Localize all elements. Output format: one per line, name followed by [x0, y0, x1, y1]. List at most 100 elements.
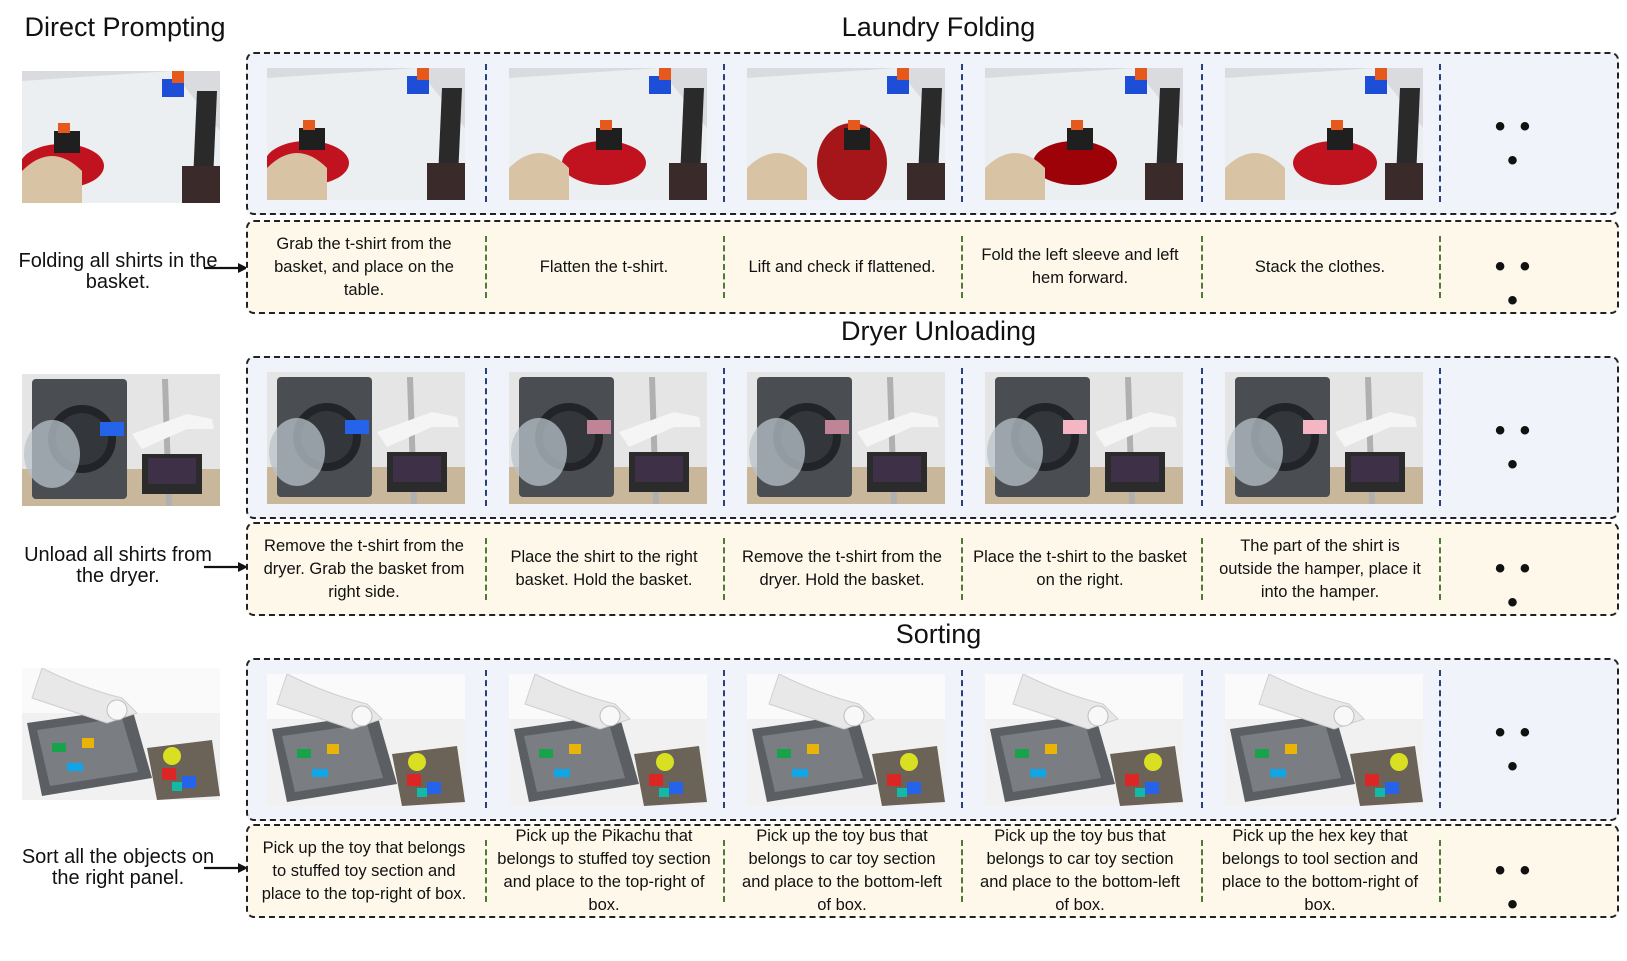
- caption-separator: [485, 236, 487, 298]
- step-caption: Stack the clothes.: [1254, 257, 1386, 276]
- step-caption: Pick up the toy bus that belongs to car …: [980, 827, 1180, 914]
- step-frame: [509, 372, 707, 504]
- ellipsis: • • •: [1494, 854, 1534, 921]
- laundry-scene-image: [22, 71, 220, 203]
- caption-separator: [961, 538, 963, 600]
- step-caption: Lift and check if flattened.: [748, 257, 936, 276]
- caption-separator: [485, 538, 487, 600]
- step-frame: [747, 372, 945, 504]
- prompt-image: [22, 374, 220, 506]
- caption-separator: [1439, 840, 1441, 902]
- frame-separator: [961, 670, 963, 808]
- caption-separator: [1201, 538, 1203, 600]
- step-caption: Place the t-shirt to the basket on the r…: [973, 548, 1187, 589]
- frame-separator: [723, 670, 725, 808]
- caption-separator: [723, 236, 725, 298]
- frame-separator: [1439, 670, 1441, 808]
- step-frame: [1225, 674, 1423, 806]
- step-caption: The part of the shirt is outside the ham…: [1219, 536, 1421, 601]
- step-frame: [747, 68, 945, 200]
- step-caption: Place the shirt to the right basket. Hol…: [510, 548, 698, 589]
- task-instruction: Sort all the objects on the right panel.: [21, 846, 215, 889]
- task-instruction: Unload all shirts from the dryer.: [24, 544, 212, 587]
- arrow-icon: [204, 261, 250, 275]
- caption-separator: [1439, 236, 1441, 298]
- caption-separator: [961, 236, 963, 298]
- sorting-scene-image: [267, 674, 465, 806]
- dryer-scene-image: [22, 374, 220, 506]
- section-title: Sorting: [895, 619, 982, 649]
- caption-separator: [723, 840, 725, 902]
- caption-separator: [485, 840, 487, 902]
- caption-separator: [1201, 840, 1203, 902]
- step-frame: [509, 68, 707, 200]
- frame-separator: [1439, 64, 1441, 202]
- step-caption: Pick up the Pikachu that belongs to stuf…: [497, 827, 711, 914]
- step-frame: [267, 372, 465, 504]
- dryer-scene-image: [509, 372, 707, 504]
- step-caption: Grab the t-shirt from the basket, and pl…: [274, 234, 454, 299]
- step-caption: Remove the t-shirt from the dryer. Hold …: [742, 548, 942, 589]
- frame-separator: [1201, 368, 1203, 506]
- left-column-title: Direct Prompting: [24, 12, 226, 42]
- ellipsis: • • •: [1494, 250, 1534, 317]
- laundry-scene-image: [267, 68, 465, 200]
- step-frame: [1225, 372, 1423, 504]
- ellipsis: • • •: [1494, 716, 1534, 783]
- frame-separator: [1439, 368, 1441, 506]
- sorting-scene-image: [985, 674, 1183, 806]
- step-caption: Pick up the toy that belongs to stuffed …: [261, 838, 467, 903]
- dryer-scene-image: [985, 372, 1183, 504]
- dryer-scene-image: [267, 372, 465, 504]
- prompt-image: [22, 71, 220, 203]
- frame-separator: [1201, 64, 1203, 202]
- caption-separator: [1439, 538, 1441, 600]
- frame-separator: [1201, 670, 1203, 808]
- step-caption: Pick up the hex key that belongs to tool…: [1221, 827, 1419, 914]
- frame-strip: • • •: [246, 52, 1619, 215]
- step-frame: [985, 372, 1183, 504]
- step-caption: Pick up the toy bus that belongs to car …: [742, 827, 942, 914]
- step-frame: [985, 674, 1183, 806]
- laundry-scene-image: [1225, 68, 1423, 200]
- step-frame: [509, 674, 707, 806]
- ellipsis: • • •: [1494, 552, 1534, 619]
- step-caption: Remove the t-shirt from the dryer. Grab …: [263, 536, 465, 601]
- step-frame: [1225, 68, 1423, 200]
- arrow-icon: [204, 861, 250, 875]
- caption-strip: Remove the t-shirt from the dryer. Grab …: [246, 522, 1619, 619]
- frame-separator: [961, 64, 963, 202]
- section-title: Laundry Folding: [841, 12, 1036, 42]
- step-frame: [267, 68, 465, 200]
- frame-separator: [485, 64, 487, 202]
- section-title: Dryer Unloading: [840, 316, 1037, 346]
- caption-separator: [723, 538, 725, 600]
- sorting-scene-image: [747, 674, 945, 806]
- ellipsis: • • •: [1494, 414, 1534, 481]
- step-caption: Fold the left sleeve and left hem forwar…: [981, 246, 1179, 287]
- caption-separator: [961, 840, 963, 902]
- caption-strip: Grab the t-shirt from the basket, and pl…: [246, 220, 1619, 317]
- frame-separator: [485, 368, 487, 506]
- frame-strip: • • •: [246, 356, 1619, 519]
- step-frame: [267, 674, 465, 806]
- caption-separator: [1201, 236, 1203, 298]
- frame-strip: • • •: [246, 658, 1619, 821]
- caption-strip: Pick up the toy that belongs to stuffed …: [246, 824, 1619, 921]
- prompt-image: [22, 668, 220, 800]
- step-frame: [985, 68, 1183, 200]
- sorting-scene-image: [1225, 674, 1423, 806]
- task-instruction: Folding all shirts in the basket.: [18, 250, 218, 293]
- sorting-scene-image: [22, 668, 220, 800]
- laundry-scene-image: [985, 68, 1183, 200]
- laundry-scene-image: [509, 68, 707, 200]
- frame-separator: [723, 64, 725, 202]
- dryer-scene-image: [1225, 372, 1423, 504]
- arrow-icon: [204, 560, 250, 574]
- frame-separator: [961, 368, 963, 506]
- sorting-scene-image: [509, 674, 707, 806]
- ellipsis: • • •: [1494, 110, 1534, 177]
- frame-separator: [485, 670, 487, 808]
- step-caption: Flatten the t-shirt.: [539, 257, 669, 276]
- frame-separator: [723, 368, 725, 506]
